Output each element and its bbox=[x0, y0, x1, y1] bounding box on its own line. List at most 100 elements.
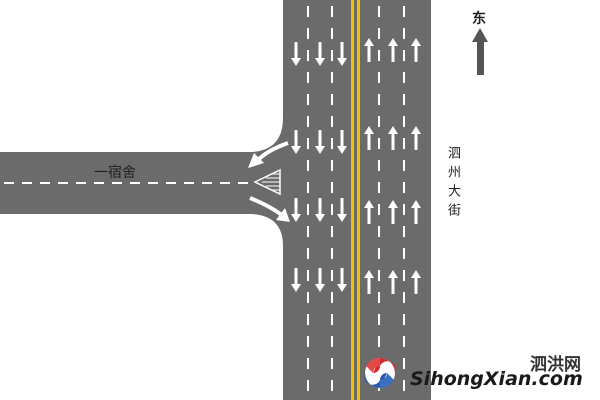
lane-dash bbox=[331, 336, 333, 347]
lane-dash bbox=[331, 204, 333, 215]
straight-arrow-up-icon bbox=[411, 126, 421, 150]
lane-dash bbox=[403, 380, 405, 391]
lane-dash bbox=[307, 182, 309, 193]
straight-arrow-up-icon bbox=[388, 126, 398, 150]
lane-dash bbox=[331, 226, 333, 237]
lane-dash bbox=[403, 292, 405, 303]
lane-dash bbox=[331, 182, 333, 193]
straight-arrow-down-icon bbox=[291, 130, 301, 154]
lane-dash bbox=[331, 358, 333, 369]
side-road-dash bbox=[22, 182, 32, 184]
side-road-dash bbox=[58, 182, 68, 184]
side-road-label: 一宿舍 bbox=[94, 165, 136, 181]
lane-dash bbox=[331, 94, 333, 105]
side-road-dash bbox=[40, 182, 50, 184]
lane-dash bbox=[403, 204, 405, 215]
lane-dash bbox=[378, 116, 380, 127]
lane-dash bbox=[307, 50, 309, 61]
lane-dash bbox=[378, 138, 380, 149]
yield-chevron-marking bbox=[253, 168, 281, 196]
lane-dash bbox=[307, 358, 309, 369]
lane-dash bbox=[331, 270, 333, 281]
lane-dash bbox=[307, 6, 309, 17]
straight-arrow-up-icon bbox=[364, 126, 374, 150]
main-road-label: 泗州大街 bbox=[445, 146, 460, 222]
lane-dash bbox=[378, 160, 380, 171]
lane-dash bbox=[331, 314, 333, 325]
side-road-dash bbox=[184, 182, 194, 184]
lane-dash bbox=[307, 160, 309, 171]
lane-dash bbox=[331, 138, 333, 149]
lane-dash bbox=[307, 72, 309, 83]
lane-dash bbox=[378, 72, 380, 83]
lane-dash bbox=[403, 314, 405, 325]
lane-dash bbox=[403, 138, 405, 149]
lane-dash bbox=[307, 380, 309, 391]
straight-arrow-down-icon bbox=[315, 130, 325, 154]
side-road-dash bbox=[112, 182, 122, 184]
lane-dash bbox=[403, 160, 405, 171]
straight-arrow-up-icon bbox=[411, 200, 421, 224]
lane-dash bbox=[331, 28, 333, 39]
up-arrow-icon bbox=[472, 28, 488, 75]
side-road-dashes bbox=[4, 182, 248, 184]
lane-dash bbox=[378, 28, 380, 39]
corner-fillet-north bbox=[252, 118, 283, 152]
turn-arrow-right-into-main bbox=[249, 196, 290, 222]
lane-dash bbox=[403, 72, 405, 83]
side-road-dash bbox=[130, 182, 140, 184]
lane-dash bbox=[403, 116, 405, 127]
straight-arrow-up-icon bbox=[388, 38, 398, 62]
side-road-dash bbox=[220, 182, 230, 184]
lane-dash bbox=[307, 248, 309, 259]
straight-arrow-down-icon bbox=[337, 198, 347, 222]
lane-dash bbox=[403, 6, 405, 17]
lane-dash bbox=[378, 292, 380, 303]
lane-dash bbox=[403, 226, 405, 237]
direction-label: 东 bbox=[472, 11, 486, 27]
lane-dash bbox=[307, 270, 309, 281]
lane-dash bbox=[378, 226, 380, 237]
straight-arrow-down-icon bbox=[337, 42, 347, 66]
lane-dash bbox=[307, 116, 309, 127]
side-road-dash bbox=[76, 182, 86, 184]
lane-dash bbox=[307, 94, 309, 105]
straight-arrow-up-icon bbox=[411, 270, 421, 294]
side-road-dash bbox=[202, 182, 212, 184]
center-line-right bbox=[357, 0, 360, 400]
straight-arrow-down-icon bbox=[291, 42, 301, 66]
straight-arrow-down-icon bbox=[291, 268, 301, 292]
lane-dash bbox=[378, 94, 380, 105]
lane-dash bbox=[378, 50, 380, 61]
lane-dash bbox=[378, 336, 380, 347]
lane-dash bbox=[331, 380, 333, 391]
side-road-dash bbox=[94, 182, 104, 184]
watermark-site-url: SihongXian.com bbox=[410, 368, 583, 390]
lane-dash bbox=[331, 116, 333, 127]
lane-dash bbox=[307, 314, 309, 325]
lane-dash bbox=[403, 358, 405, 369]
lane-dash bbox=[331, 160, 333, 171]
lane-dash bbox=[403, 270, 405, 281]
lane-dash bbox=[307, 28, 309, 39]
lane-dash bbox=[331, 72, 333, 83]
straight-arrow-up-icon bbox=[364, 270, 374, 294]
lane-dash bbox=[331, 50, 333, 61]
center-line-left bbox=[351, 0, 354, 400]
corner-fillet-south bbox=[252, 214, 283, 246]
lane-dash bbox=[403, 28, 405, 39]
lane-dash bbox=[403, 94, 405, 105]
lane-dash bbox=[307, 138, 309, 149]
lane-dash bbox=[307, 336, 309, 347]
s-swirl-logo-icon bbox=[364, 357, 396, 389]
side-road-dash bbox=[238, 182, 248, 184]
lane-dash bbox=[378, 204, 380, 215]
straight-arrow-down-icon bbox=[315, 268, 325, 292]
lane-dash bbox=[378, 270, 380, 281]
straight-arrow-down-icon bbox=[337, 130, 347, 154]
lane-dash bbox=[331, 6, 333, 17]
watermark-site-name: 泗洪网 bbox=[530, 355, 581, 375]
straight-arrow-up-icon bbox=[364, 200, 374, 224]
